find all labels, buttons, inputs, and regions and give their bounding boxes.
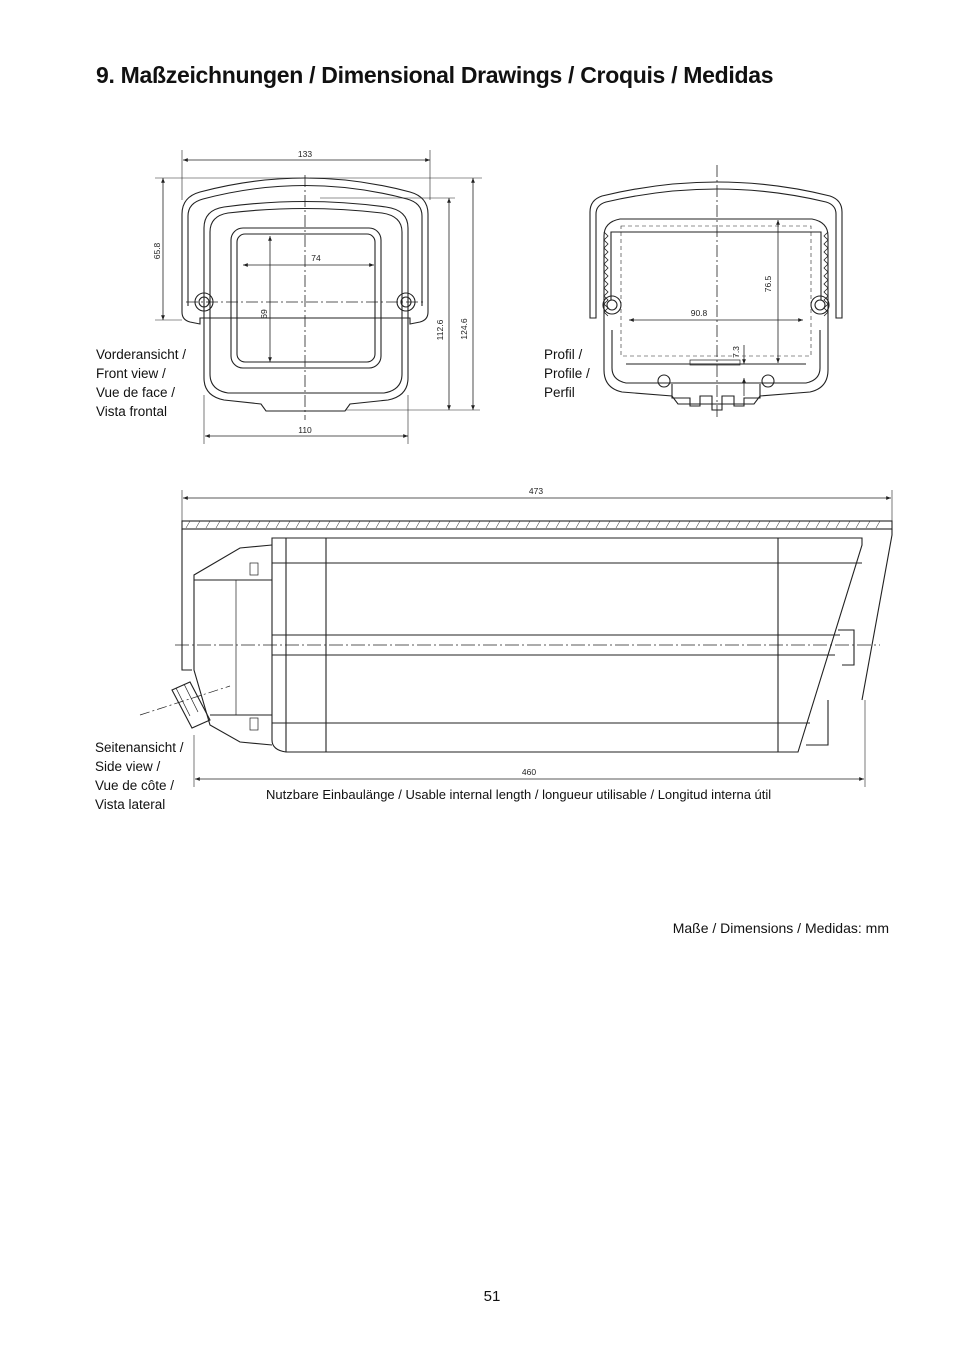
front-height-inner-label: 112.6 bbox=[435, 319, 445, 340]
profile-inner-width-label: 90.8 bbox=[691, 308, 708, 318]
side-view-drawing bbox=[139, 490, 893, 787]
caption-line: Vue de face / bbox=[96, 385, 176, 400]
caption-line: Front view / bbox=[96, 366, 166, 381]
caption-line: Side view / bbox=[95, 759, 161, 774]
caption-line: Vista lateral bbox=[95, 797, 166, 812]
caption-line: Profile / bbox=[544, 366, 590, 381]
side-view-caption: Seitenansicht / Side view / Vue de côte … bbox=[95, 738, 184, 814]
caption-line: Perfil bbox=[544, 385, 575, 400]
front-view-drawing bbox=[155, 150, 482, 444]
side-usable-length-label: 460 bbox=[522, 767, 536, 777]
profile-view-caption: Profil / Profile / Perfil bbox=[544, 345, 590, 402]
units-note: Maße / Dimensions / Medidas: mm bbox=[672, 920, 889, 936]
page-title: 9. Maßzeichnungen / Dimensional Drawings… bbox=[96, 62, 774, 88]
page-number: 51 bbox=[483, 1288, 501, 1305]
front-view-caption: Vorderansicht / Front view / Vue de face… bbox=[96, 345, 186, 421]
profile-view-drawing bbox=[589, 165, 843, 420]
front-window-width-label: 74 bbox=[311, 253, 321, 263]
front-window-height-label: 69 bbox=[259, 309, 269, 319]
caption-line: Vista frontal bbox=[96, 404, 168, 419]
front-height-outer-label: 124.6 bbox=[459, 318, 469, 340]
caption-line: Profil / bbox=[544, 347, 583, 362]
front-width-bottom-label: 110 bbox=[298, 425, 312, 435]
front-width-top-label: 133 bbox=[298, 149, 312, 159]
caption-line: Vue de côte / bbox=[95, 778, 175, 793]
usable-length-caption: Nutzbare Einbaulänge / Usable internal l… bbox=[266, 787, 772, 802]
front-height-left-label: 65.8 bbox=[152, 242, 162, 259]
caption-line: Seitenansicht / bbox=[95, 740, 184, 755]
profile-rail-label: 7.3 bbox=[731, 346, 741, 358]
profile-inner-height-label: 76.5 bbox=[763, 275, 773, 292]
caption-line: Vorderansicht / bbox=[96, 347, 187, 362]
side-overall-length-label: 473 bbox=[529, 486, 543, 496]
